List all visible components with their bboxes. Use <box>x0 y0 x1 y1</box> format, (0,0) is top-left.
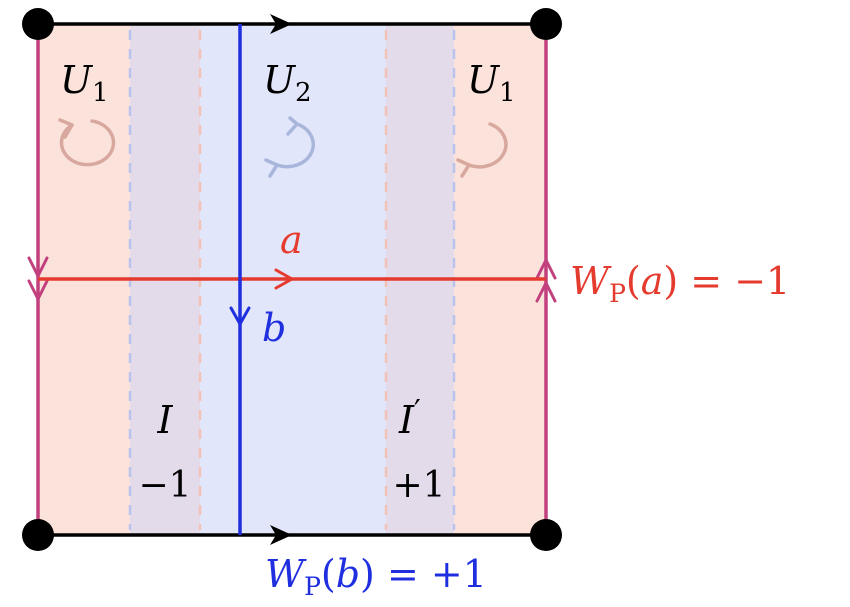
u1-left-rotation-icon <box>58 118 116 167</box>
vertex-top-left <box>22 8 54 40</box>
vertex-bottom-right <box>530 519 562 551</box>
left-edge-double-arrow-icon <box>27 256 49 301</box>
label-cycle-a: a <box>280 218 303 262</box>
label-u1-right: U1 <box>467 58 516 108</box>
u1-right-rotation-icon <box>456 122 508 178</box>
cycle-b <box>229 24 251 535</box>
bottom-edge-arrow-icon <box>270 525 292 545</box>
cycle-a <box>38 268 546 290</box>
wilson-loop-a: WP(a) = −1 <box>570 259 790 308</box>
wilson-loop-b: WP(b) = +1 <box>265 552 487 601</box>
cycle-b-arrow-icon <box>229 306 251 326</box>
rotation-icons <box>58 116 508 178</box>
vertex-top-right <box>530 8 562 40</box>
value-interval-i: −1 <box>138 465 191 506</box>
label-interval-i-prime: I′ <box>398 394 421 442</box>
label-u2: U2 <box>263 58 312 108</box>
vertex-bottom-left <box>22 519 54 551</box>
cycle-a-arrow-icon <box>274 268 294 290</box>
vertices <box>22 8 562 551</box>
right-edge-double-arrow-icon <box>535 258 557 303</box>
label-cycle-b: b <box>262 306 286 350</box>
top-bottom-edges <box>38 14 546 545</box>
top-edge-arrow-icon <box>270 14 292 34</box>
label-interval-i: I <box>156 398 173 442</box>
value-interval-i-prime: +1 <box>392 465 445 506</box>
u2-rotation-icon <box>264 116 315 178</box>
label-u1-left: U1 <box>60 58 109 108</box>
